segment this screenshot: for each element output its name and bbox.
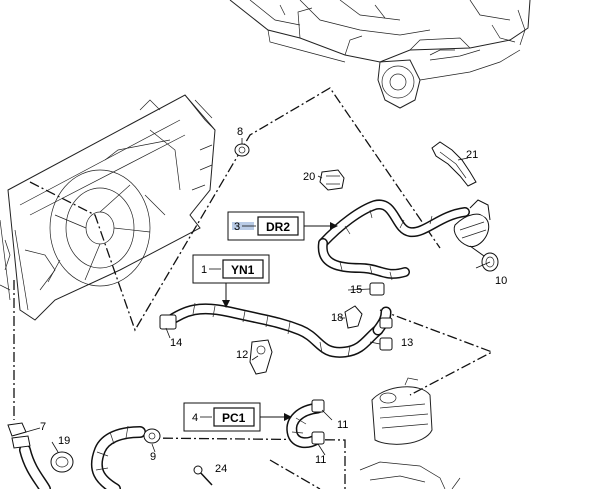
callout-24: 24 bbox=[215, 463, 227, 475]
callout-15: 15 bbox=[350, 284, 362, 296]
hose-dr2 bbox=[317, 199, 499, 281]
reference-line-lower bbox=[379, 309, 494, 396]
code-number-1: 1 bbox=[201, 264, 207, 276]
code-yn1: YN1 bbox=[231, 263, 255, 277]
code-label-pc1: 4 PC1 bbox=[183, 402, 292, 432]
hose-yn1 bbox=[159, 302, 393, 358]
code-pc1: PC1 bbox=[222, 411, 246, 425]
code-label-yn1: 1 YN1 bbox=[192, 254, 270, 308]
callout-12: 12 bbox=[236, 349, 248, 361]
reference-line-upper bbox=[29, 87, 441, 332]
clamp-9 bbox=[143, 428, 161, 444]
bracket-7 bbox=[7, 422, 31, 449]
code-number-4: 4 bbox=[192, 412, 198, 424]
clamp-13 bbox=[379, 337, 393, 351]
callout-21: 21 bbox=[466, 149, 478, 161]
code-dr2: DR2 bbox=[266, 220, 290, 234]
clamp-15 bbox=[369, 282, 385, 296]
callout-8: 8 bbox=[237, 126, 243, 138]
callout-18: 18 bbox=[331, 312, 343, 324]
reference-line-bottom bbox=[144, 437, 346, 489]
hose-pc1 bbox=[286, 399, 325, 449]
code-label-dr2: 3 DR2 bbox=[227, 211, 338, 241]
bolt-24 bbox=[193, 465, 213, 486]
reference-lines bbox=[13, 87, 494, 489]
clamp-8 bbox=[234, 143, 250, 157]
cap-19 bbox=[50, 451, 74, 473]
sensor-20 bbox=[319, 169, 345, 191]
clip-18 bbox=[344, 305, 363, 329]
callout-10: 10 bbox=[495, 275, 507, 287]
callout-11-lower: 11 bbox=[315, 454, 326, 466]
lower-hose bbox=[19, 425, 146, 489]
lower-right-detail bbox=[359, 461, 461, 489]
callout-13: 13 bbox=[401, 337, 413, 349]
callout-7: 7 bbox=[40, 421, 46, 433]
code-number-3: 3 bbox=[234, 221, 240, 233]
reference-line-bottom-2 bbox=[269, 459, 321, 489]
callout-9: 9 bbox=[150, 451, 156, 463]
callout-20: 20 bbox=[303, 171, 315, 183]
callout-14: 14 bbox=[170, 337, 182, 349]
bracket-21 bbox=[431, 141, 477, 187]
leader-lines bbox=[25, 138, 491, 456]
callout-11-upper: 11 bbox=[337, 419, 348, 431]
car-illustration bbox=[229, 0, 531, 109]
valve-12 bbox=[249, 339, 273, 375]
expansion-tank bbox=[371, 377, 433, 445]
callout-19: 19 bbox=[58, 435, 70, 447]
radiator-fan-assembly bbox=[0, 94, 216, 321]
